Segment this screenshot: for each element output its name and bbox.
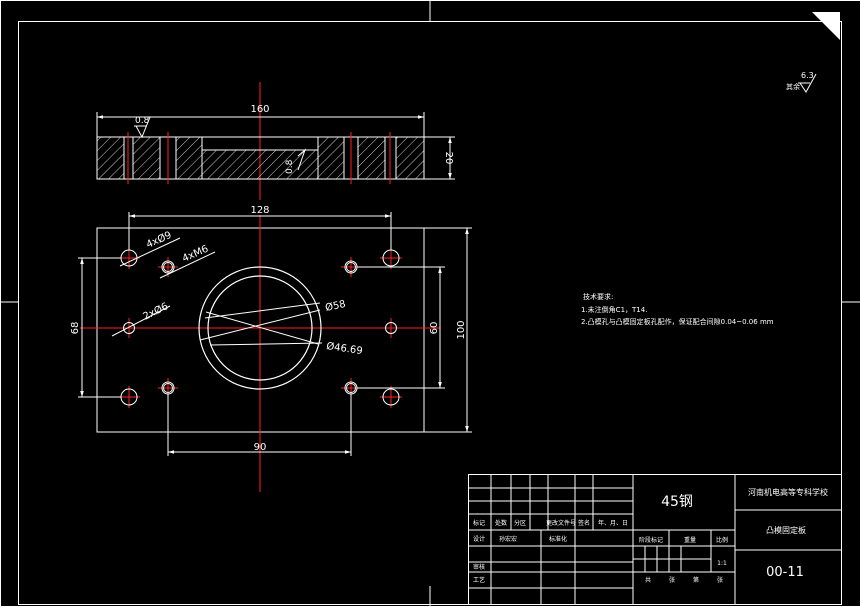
roughness-symbol-inner [297, 148, 307, 171]
roughness-inner-text: 0.8 [285, 159, 295, 174]
dim-hole-spacing-text: 128 [250, 205, 269, 216]
title-stage-labels: 阶段标记 重量 比例 [639, 536, 728, 544]
roughness-symbol-top [134, 116, 151, 139]
title-block [468, 474, 842, 605]
title-material: 45钢 [661, 494, 693, 510]
header-label: 标记 [473, 519, 485, 527]
left-label: 标准化 [549, 535, 567, 543]
title-part-name: 凸模固定板 [766, 525, 806, 535]
callout-bore-outer: Ø58 [324, 298, 347, 314]
title-scale: 1:1 [717, 560, 727, 567]
dim-right-outer-text: 100 [456, 320, 467, 339]
technical-requirements: 技术要求: 1.未注倒角C1，T14. 2.凸模孔与凸模固定板孔配作，保证配合间… [581, 292, 774, 326]
left-label: 工艺 [473, 576, 485, 584]
left-label: 审核 [473, 563, 485, 571]
dim-bottom-text: 90 [254, 442, 267, 453]
central-bore [198, 266, 322, 390]
dim-bottom [167, 394, 352, 456]
tech-notes-title: 技术要求: [583, 292, 613, 301]
roughness-top-text: 0.8 [135, 116, 150, 126]
sheet-label: 张 [717, 576, 723, 584]
section-view: 160 20 0.8 0.8 [96, 82, 455, 200]
dim-section-width-text: 160 [250, 104, 269, 115]
title-left-labels: 设计 标准化 审核 工艺 [473, 535, 567, 584]
header-label: 年、月、日 [598, 519, 628, 527]
mounting-holes [120, 249, 400, 406]
sheet-label: 共 [645, 576, 651, 584]
sheet-label: 第 [693, 576, 699, 584]
dim-right-inner [357, 266, 445, 389]
dim-section-height [424, 136, 455, 180]
header-label: 更改文件号 [546, 519, 576, 527]
title-designer: 孙宏宏 [499, 535, 517, 543]
title-drawing-no: 00-11 [766, 565, 804, 580]
dim-section-height-text: 20 [443, 152, 454, 165]
callout-bore-inner: Ø46.69 [326, 340, 364, 357]
dim-left-text: 68 [70, 322, 81, 335]
sheet-label: 张 [669, 576, 675, 584]
header-label: 签名 [578, 519, 590, 527]
header-label: 分区 [514, 519, 526, 527]
plan-view: Ø58 Ø46.69 4xØ9 4xM6 2xØ6 128 90 [70, 205, 472, 492]
dim-left [78, 257, 121, 398]
tech-notes-line1: 1.未注倒角C1，T14. [581, 305, 647, 314]
roughness-note: 其余 6.3 [786, 71, 817, 93]
stage-label: 阶段标记 [639, 536, 663, 544]
left-label: 设计 [473, 535, 485, 543]
title-sheet-labels: 共 张 第 张 [645, 576, 723, 584]
dim-hole-spacing [128, 212, 392, 250]
callout-holes-c: 2xØ6 [141, 300, 170, 322]
tech-notes-line2: 2.凸模孔与凸模固定板孔配作，保证配合间隙0.04~0.06 mm [581, 317, 774, 326]
dim-right-outer [424, 227, 472, 433]
header-label: 处数 [495, 519, 507, 527]
dim-section-width [96, 112, 425, 137]
stage-label: 重量 [684, 536, 696, 544]
stage-label: 比例 [716, 536, 728, 544]
title-header-labels: 标记 处数 分区 更改文件号 签名 年、月、日 [473, 519, 628, 527]
roughness-note-label: 其余 [786, 82, 800, 91]
roughness-note-value: 6.3 [801, 71, 814, 80]
title-school: 河南机电高等专科学校 [748, 487, 828, 497]
dim-right-inner-text: 60 [429, 322, 440, 335]
